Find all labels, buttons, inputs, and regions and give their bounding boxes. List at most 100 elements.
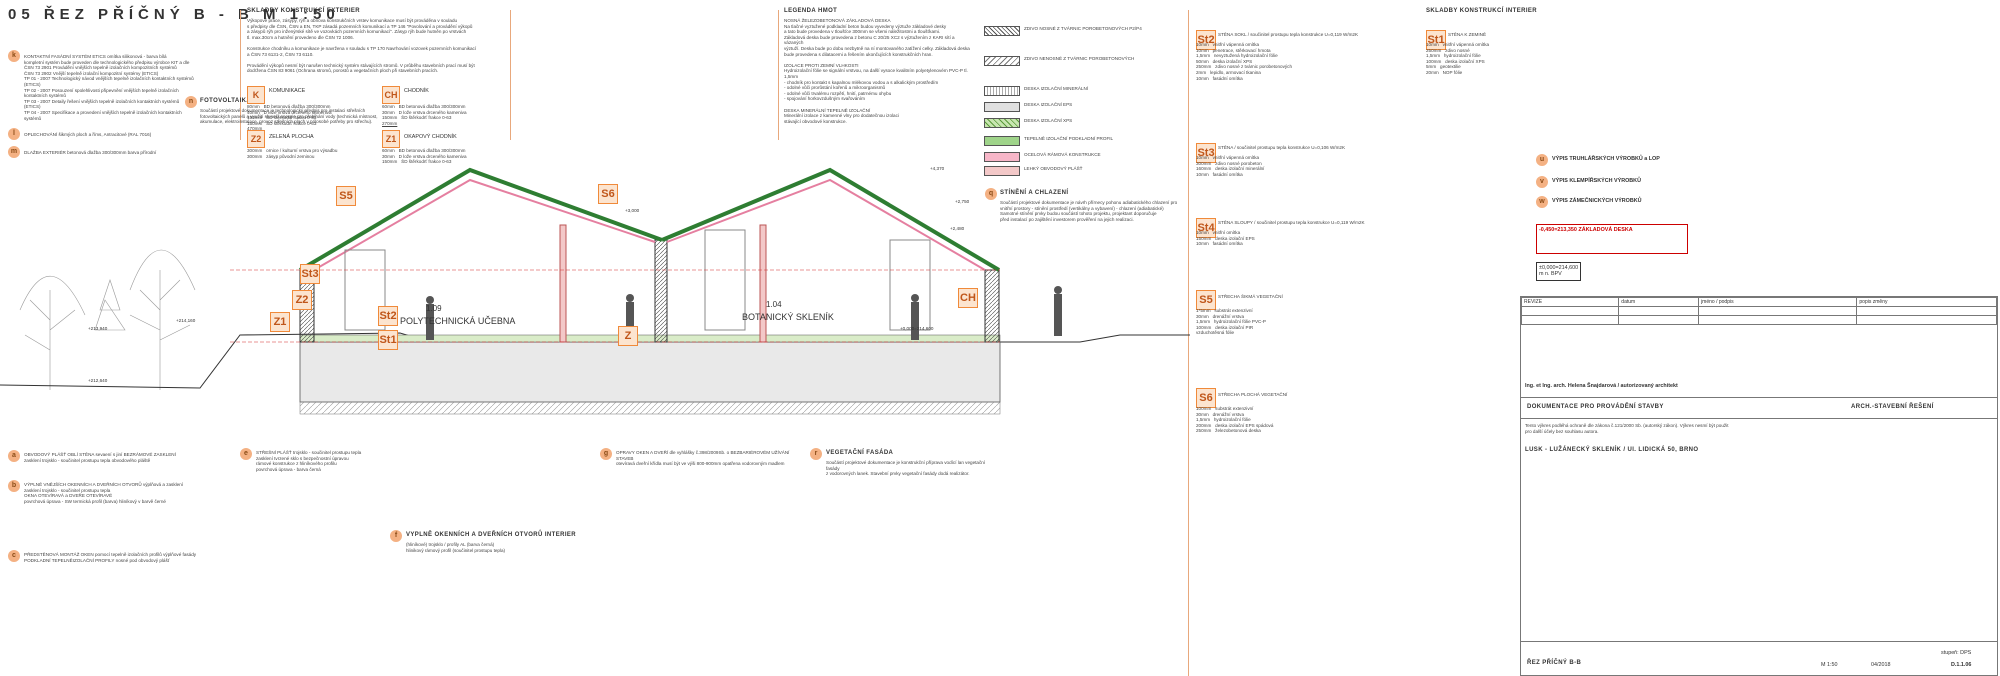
room-name-2: BOTANICKÝ SKLENÍK (742, 312, 834, 322)
level-label: +0,000=214,600 (900, 326, 934, 331)
note-marker-m: m (8, 146, 20, 158)
ext-tag-ch: CH (382, 86, 400, 104)
note-marker-f: f (390, 530, 402, 542)
level-label: +3,000 (625, 208, 640, 213)
column-divider (510, 10, 511, 140)
level-label: +212,640 (88, 378, 108, 383)
int-tag-s6: S6 (1196, 388, 1216, 408)
legend-label: OCELOVÁ RÁMOVÁ KONSTRUKCE (1024, 152, 1101, 157)
cross-section-drawing (0, 167, 1190, 415)
note-text-f: (hliníkové) trojsklo / profily AL (barva… (406, 542, 506, 553)
legend-label: DESKA IZOLAČNÍ XPS (1024, 118, 1073, 123)
note-marker-q: q (985, 188, 997, 200)
int-name-st1: STĚNA K ZEMINĚ (1448, 32, 1487, 37)
legend-swatch (984, 152, 1020, 162)
level-label: +214,160 (176, 318, 196, 323)
note-marker-k: k (8, 50, 20, 62)
legend-label: LEHKÝ OBVODOVÝ PLÁŠŤ (1024, 166, 1083, 171)
column (759, 224, 767, 343)
int-name-st3: STĚNA / součinitel prostupu tepla konstr… (1218, 145, 1346, 150)
room-name-1: POLYTECHNICKÁ UČEBNA (400, 316, 516, 326)
note-text-r: Součástí projektové dokumentace je konst… (826, 460, 986, 477)
stamp-bottom: ŘEZ PŘÍČNÝ B-B M 1:50 04/2018 stupeň: DP… (1521, 641, 1997, 676)
foundation-insulation (299, 334, 1001, 343)
revision-table: REVIZE datum jméno / podpis popis změny (1520, 297, 1997, 325)
pv-header: FOTOVOLTAIKA (200, 98, 252, 104)
column-divider (240, 10, 241, 140)
room-number-1: 1.09 (426, 304, 442, 313)
tag-st2: St2 (378, 306, 398, 326)
note-marker-b: b (8, 480, 20, 492)
note-text-c: PŘEDSTĚNOVÁ MONTÁŽ OKEN pomocí tepelně i… (24, 552, 197, 563)
int-tag-st2: St2 (1196, 30, 1216, 50)
roof-left-inner (313, 178, 656, 271)
roof-right-inner (666, 178, 986, 271)
ext-header: SKLADBY KONSTRUKCÍ EXTERIER (247, 8, 361, 14)
note-text-m: DLAŽBA EXTERIÉR betonová dlažba 300/300m… (24, 150, 157, 155)
gravel-layer (299, 401, 1001, 415)
drawing-scale: M 1:50 (1821, 662, 1838, 668)
wall-right (984, 269, 1000, 343)
legend-swatch (984, 102, 1020, 112)
note-marker-n: n (185, 96, 197, 108)
tag-s6: S6 (598, 184, 618, 204)
int-tag-s5: S5 (1196, 290, 1216, 310)
note-text-a: OBVODOVÝ PLÁŠŤ OBLÍ STĚNA sevaení s jiní… (24, 452, 176, 463)
int-name-st4: STĚNA SLOUPY / součinitel prostupu tepla… (1218, 220, 1365, 225)
revision-col-change: popis změny (1856, 297, 1997, 307)
list-klemp: VÝPIS KLEMPÍŘSKÝCH VÝROBKŮ (1552, 178, 1641, 184)
sheet-title: 05 ŘEZ PŘÍČNÝ B - B M 1:50 (8, 6, 340, 23)
legend-swatch (984, 166, 1020, 176)
foundation-slab (299, 341, 1001, 403)
legend-label: DESKA IZOLAČNÍ MINERÁLNÍ (1024, 86, 1089, 91)
level-label: +2,750 (955, 199, 970, 204)
note-marker-c: c (8, 550, 20, 562)
interior-compositions: SKLADBY KONSTRUKCÍ INTERIER St2 STĚNA SO… (1196, 8, 1688, 433)
int-tag-st4: St4 (1196, 218, 1216, 238)
drawing-number: D.1.1.06 (1951, 662, 1972, 668)
room-number-2: 1.04 (766, 300, 782, 309)
tag-s5: S5 (336, 186, 356, 206)
drawing-date: 04/2018 (1871, 662, 1891, 668)
note-text-g: OPRAVY OKEN A DVEŘÍ dle vyhlášky č.398/2… (616, 450, 790, 467)
note-text-l: OPLECHOVÁNÍ šikmých ploch a říms, Antrac… (24, 132, 152, 137)
level-label: +4,370 (930, 166, 945, 171)
tree-sketch (19, 249, 196, 390)
tag-z1: Z1 (270, 312, 290, 332)
shading-text: Součástí projektové dokumentace je návrh… (1000, 200, 1178, 222)
pv-text: Součástí projektové dokumentace je techn… (200, 108, 378, 125)
tag-st1: St1 (378, 330, 398, 350)
elevation-line-2: -0,450=213,350 ZÁKLADOVÁ DESKA (1539, 227, 1633, 233)
column-divider (1188, 10, 1189, 676)
exterior-compositions: SKLADBY KONSTRUKCÍ EXTERIER Výkopové prá… (247, 8, 507, 164)
tag-z: Z (618, 326, 638, 346)
ext-tag-k: K (247, 86, 265, 104)
veg-header: VEGETAČNÍ FASÁDA (826, 450, 894, 456)
int-name-s6: STŘECHA PLOCHÁ VEGETAČNÍ (1218, 392, 1288, 397)
legend-label: ZDIVO NENOSNÉ Z TVÁRNIC POROBETONOVÝCH (1024, 56, 1135, 61)
ext-name-z1: OKAPOVÝ CHODNÍK (404, 134, 457, 140)
column (559, 224, 567, 343)
ext-name-ch: CHODNÍK (404, 88, 429, 94)
ext-intro: Výkopové práce, zásypy, rýh a obnova kon… (247, 18, 477, 74)
note-text-e: STŘEŠNÍ PLÁŠŤ trojsklo - součinitel pros… (256, 450, 362, 472)
note-marker-r: r (810, 448, 822, 460)
int-tag-st3: St3 (1196, 143, 1216, 163)
tag-z2: Z2 (292, 290, 312, 310)
legend-label: DESKA IZOLAČNÍ EPS (1024, 102, 1073, 107)
note-text-b: VÝPLNĚ VNĚJŠÍCH OKENNÍCH A DVEŘNÍCH OTVO… (24, 482, 184, 504)
ext-layers-z2: 300mm ornice / kulturní vrstva pro výsad… (247, 148, 338, 159)
legend-label: TEPELNĚ IZOLAČNÍ PODKLADNÍ PROFIL (1024, 136, 1114, 141)
int-tag-st1: St1 (1426, 30, 1446, 50)
stamp-disclaimer: Tento výkres podléhá ochraně dle zákona … (1525, 423, 1729, 434)
legend-swatch (984, 118, 1020, 128)
note-marker-e: e (240, 448, 252, 460)
